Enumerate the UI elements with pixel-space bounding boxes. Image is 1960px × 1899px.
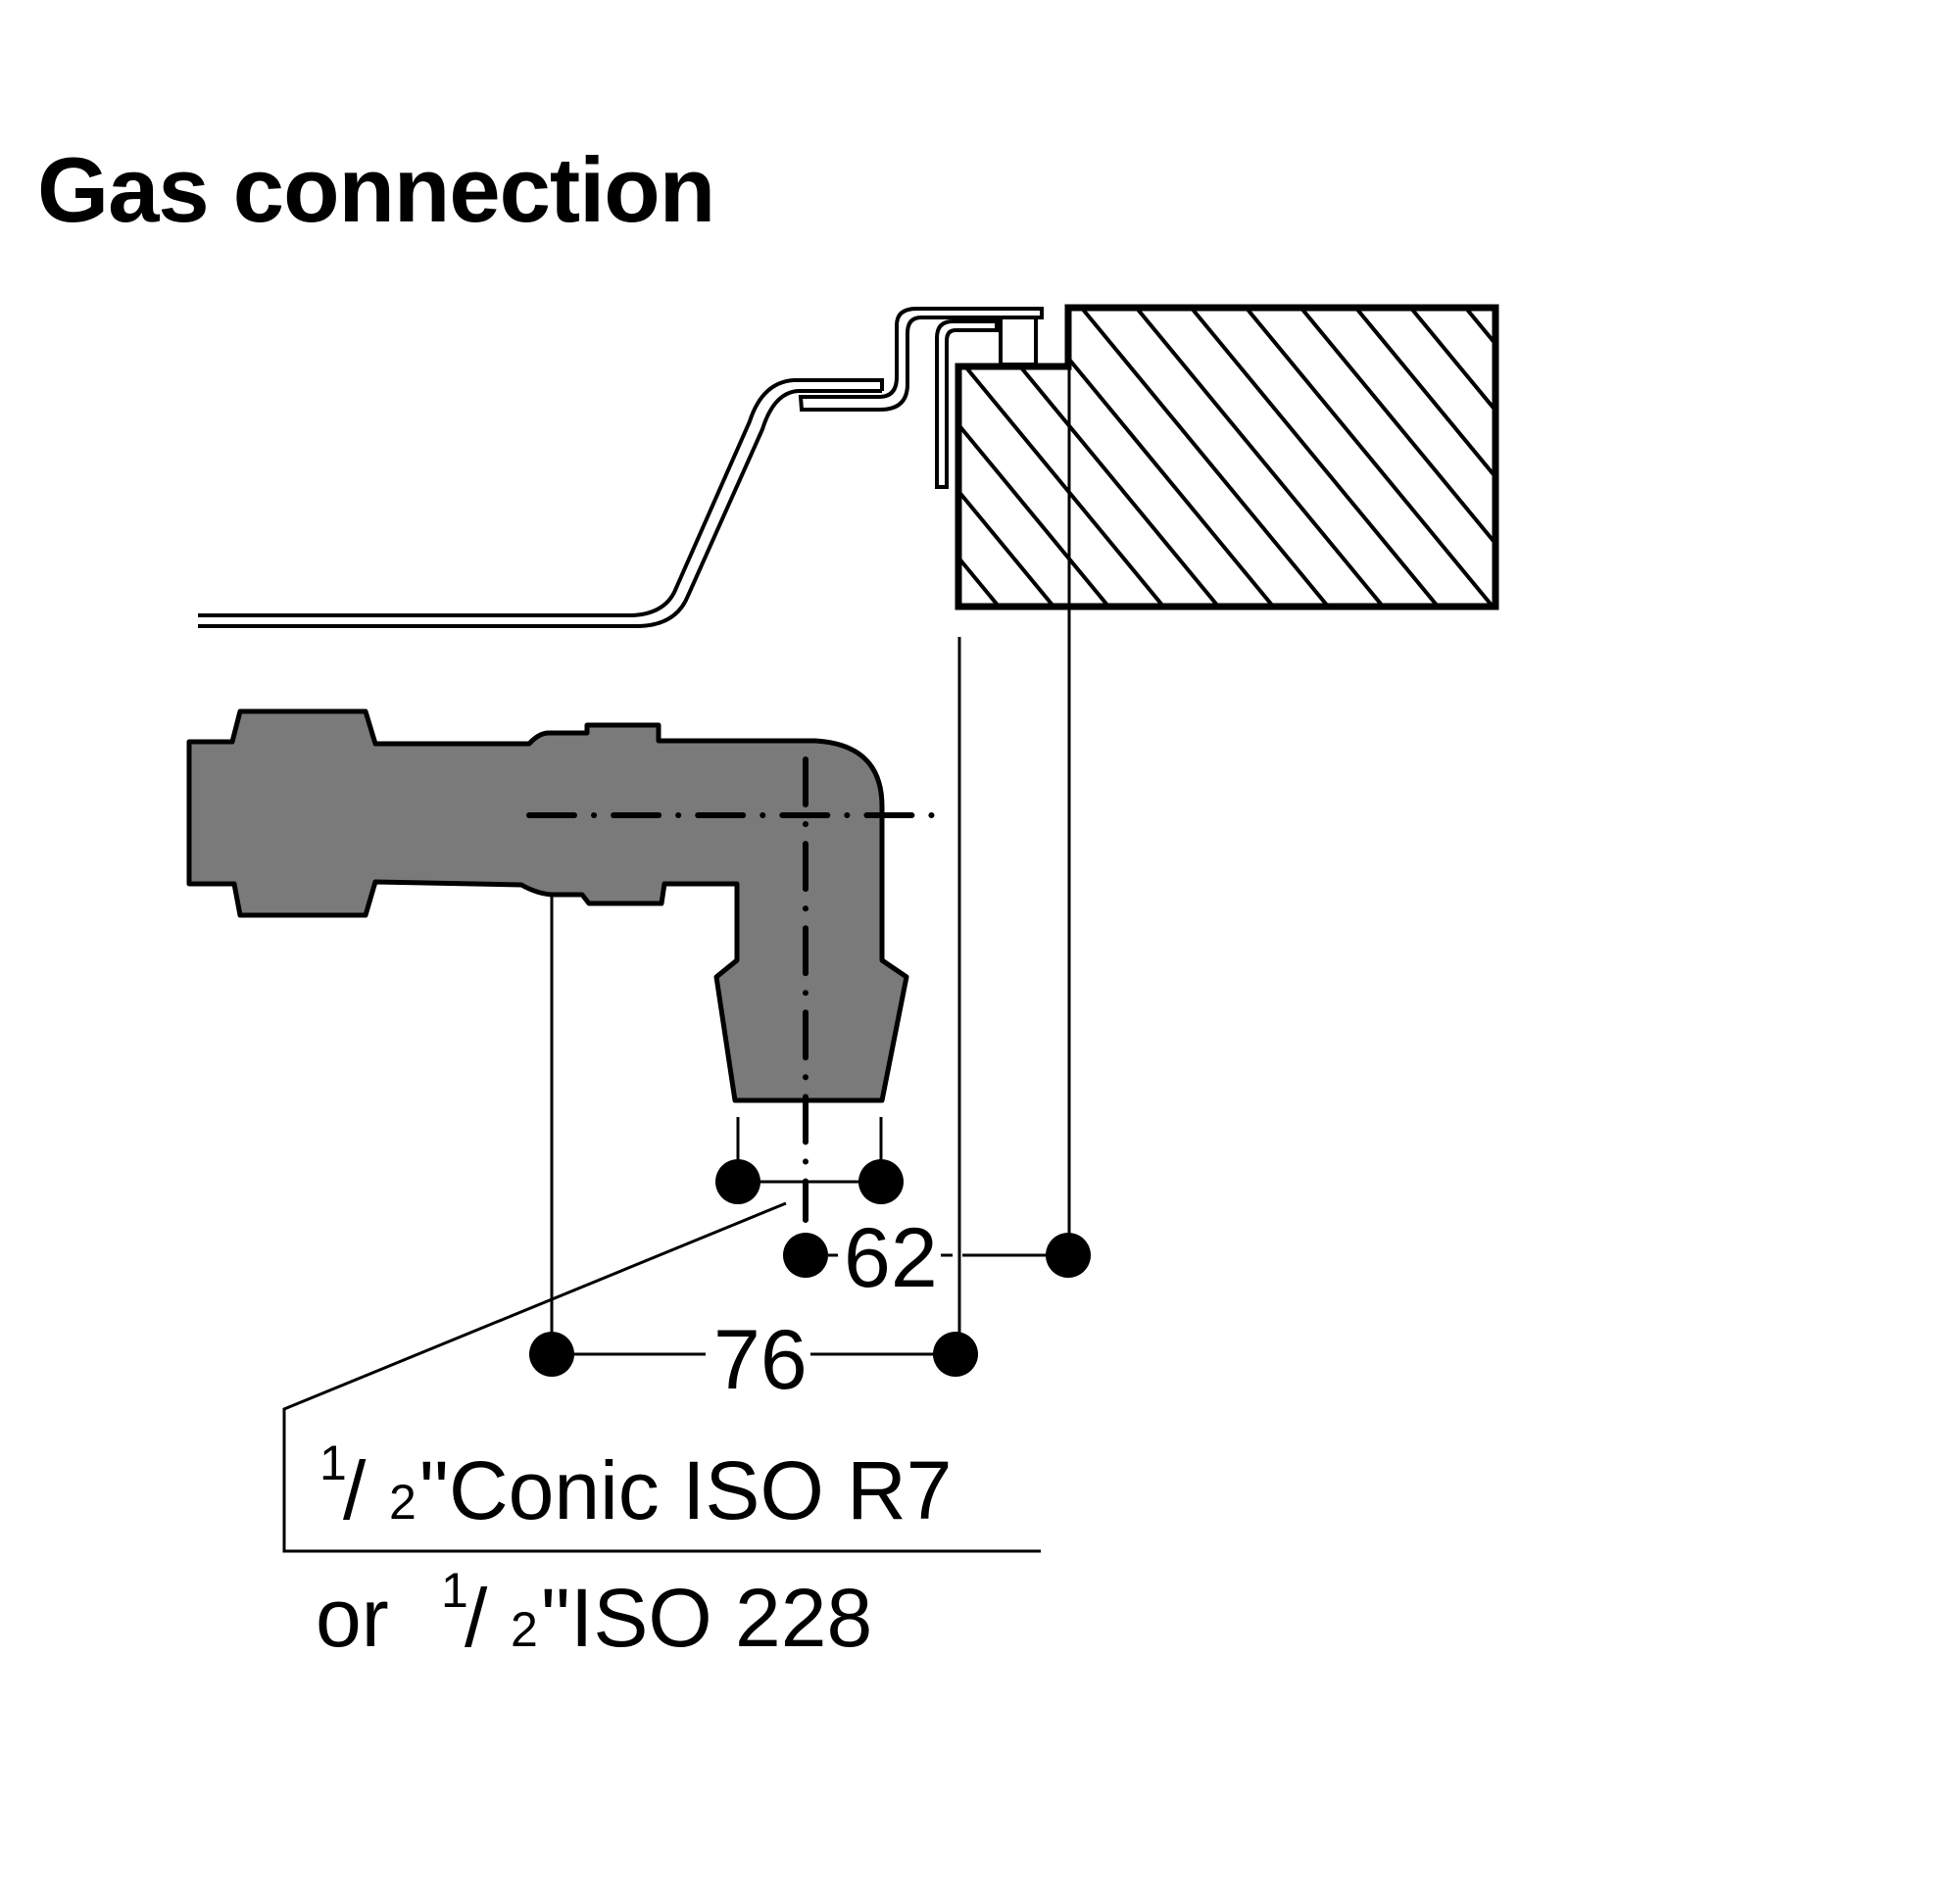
fraction-denominator: 2 <box>389 1475 416 1530</box>
worktop-section <box>955 294 1887 686</box>
dimension-label-76: 76 <box>713 1313 808 1407</box>
hatch-line <box>1343 308 1495 607</box>
thread-diameter-dimension <box>715 1117 904 1204</box>
hatch-line <box>1452 308 1495 607</box>
hatch-line <box>1564 294 1887 686</box>
dimension-dot <box>1046 1233 1091 1278</box>
hatch-line <box>1397 308 1495 607</box>
dimension-label-62: 62 <box>844 1211 938 1305</box>
dimension-76: 76 <box>529 1313 978 1407</box>
fraction-slash: / <box>343 1444 367 1536</box>
fraction-slash: / <box>465 1572 488 1664</box>
dimension-dot <box>715 1159 760 1204</box>
dimension-62: 62 <box>783 1211 1091 1305</box>
thread-spec-text: Conic ISO R7 <box>449 1444 953 1536</box>
hatch-line <box>958 308 1176 607</box>
hatch-line <box>1013 308 1341 607</box>
thread-spec-line-2: or 1 / 2 " ISO 228 <box>316 1563 872 1664</box>
hatch-line <box>1288 308 1495 607</box>
fraction-denominator: 2 <box>511 1602 538 1657</box>
hob-pan-profile <box>198 378 884 628</box>
centerlines <box>526 756 939 1223</box>
mounting-bracket <box>935 319 999 489</box>
hatch-line <box>1123 308 1450 607</box>
thread-spec-text: ISO 228 <box>570 1572 872 1664</box>
hatch-line <box>1509 294 1833 686</box>
seal <box>999 316 1038 366</box>
hatch-line <box>1233 308 1495 607</box>
hatch-line <box>1178 308 1495 607</box>
dimension-dot <box>529 1332 574 1377</box>
trim-profile <box>798 307 1044 412</box>
dimension-dot <box>933 1332 978 1377</box>
gas-elbow-fitting <box>186 708 909 1103</box>
dimension-dot <box>858 1159 904 1204</box>
hatch-line <box>1068 308 1396 607</box>
fraction-numerator: 1 <box>319 1436 347 1490</box>
inch-mark: " <box>541 1572 570 1664</box>
thread-spec-line-1: 1 / 2 " Conic ISO R7 <box>319 1436 953 1536</box>
thread-spec-leader <box>282 1201 1041 1553</box>
dimension-dot <box>783 1233 828 1278</box>
inch-mark: " <box>419 1444 449 1536</box>
alternative-prefix: or <box>316 1572 389 1664</box>
fraction-numerator: 1 <box>441 1563 468 1618</box>
diagram-title: Gas connection <box>37 138 715 241</box>
